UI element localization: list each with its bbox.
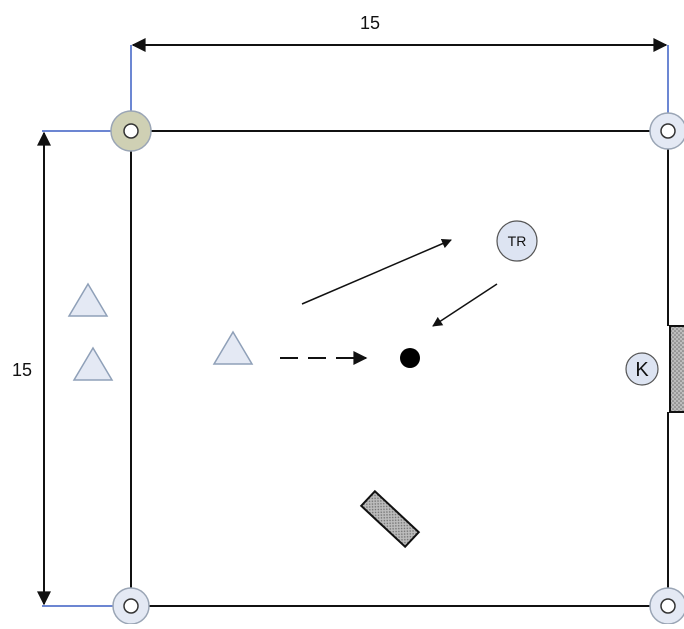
ball-icon xyxy=(400,348,420,368)
triangle-cone-icon xyxy=(67,282,109,317)
height-label: 15 xyxy=(12,360,32,380)
dimension-guides xyxy=(42,45,669,607)
triangle-cone-icon xyxy=(212,330,254,365)
corner-pole-icon xyxy=(110,110,152,152)
keeper-marker: K xyxy=(625,352,659,386)
trainer-label: TR xyxy=(508,233,527,249)
mini-goal-icon xyxy=(669,325,684,413)
corner-pole-icon xyxy=(112,587,150,625)
corner-pole-icon xyxy=(649,587,684,625)
mini-goal-icon xyxy=(359,489,421,549)
corner-pole-icon xyxy=(649,112,684,150)
player-circle-icon xyxy=(625,352,659,386)
field-boundary xyxy=(130,130,669,607)
triangle-cone-icon xyxy=(72,346,114,381)
run-arrow xyxy=(301,238,452,305)
pass-arrow xyxy=(432,283,498,327)
width-label: 15 xyxy=(360,13,380,33)
trainer-marker: TR xyxy=(496,220,538,262)
keeper-label: K xyxy=(635,359,649,381)
player-circle-icon xyxy=(496,220,538,262)
